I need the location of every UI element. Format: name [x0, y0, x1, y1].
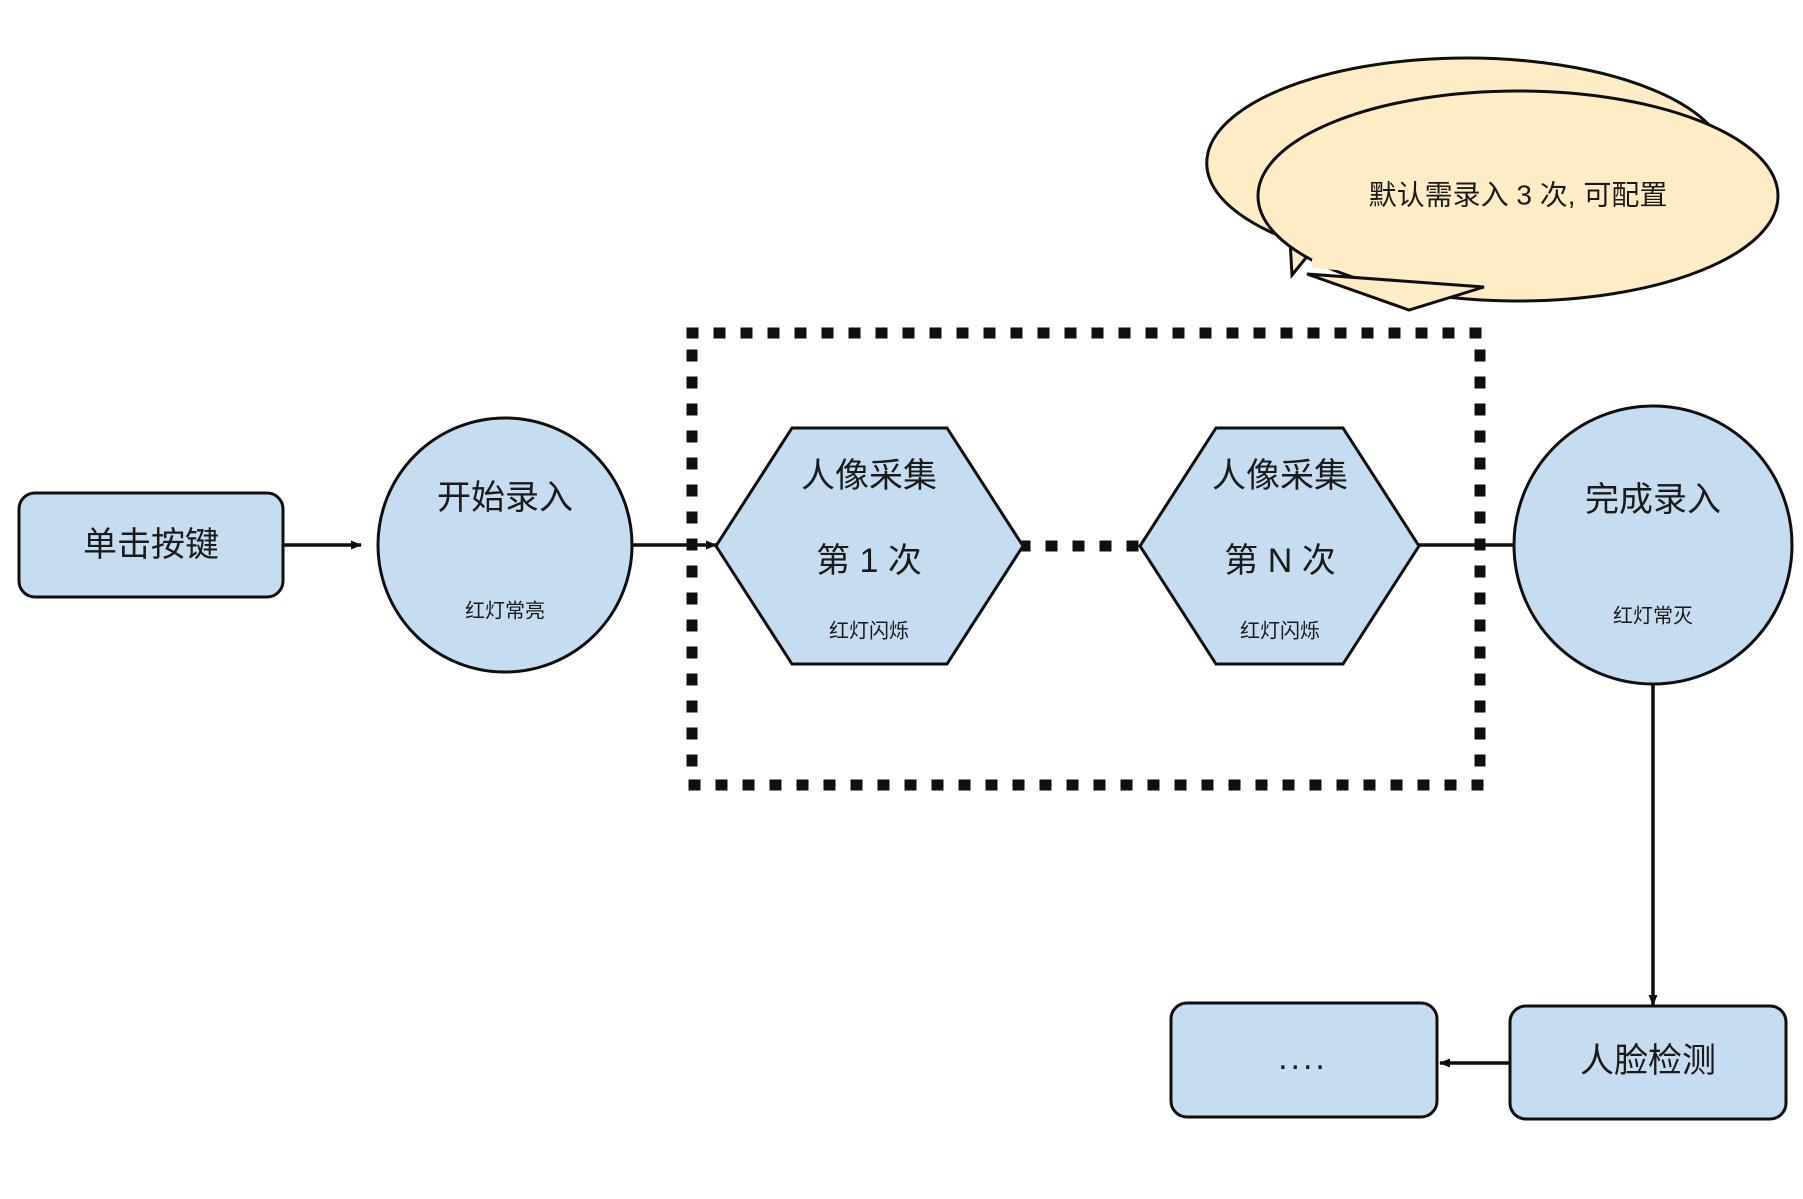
capture-first-shape[interactable] — [714, 426, 1025, 666]
capture-first-line2: 第 1 次 — [816, 542, 922, 580]
start-enroll-shape[interactable] — [376, 416, 634, 674]
callout-bubble: 默认需录入 3 次, 可配置 — [1205, 56, 1780, 312]
click-button-label: 单击按键 — [83, 526, 219, 564]
face-detect-shape[interactable] — [1508, 1004, 1788, 1121]
more-steps-label: .... — [1278, 1039, 1328, 1077]
face-detect-label: 人脸检测 — [1580, 1042, 1716, 1080]
more-steps-shape[interactable] — [1169, 1001, 1439, 1119]
finish-enroll-label: 完成录入 — [1585, 481, 1721, 519]
node-start-enroll[interactable]: 开始录入 红灯常亮 — [376, 416, 634, 674]
start-enroll-sublabel: 红灯常亮 — [465, 599, 545, 622]
callout-bubble-ellipse — [1256, 89, 1780, 303]
node-face-detect[interactable]: 人脸检测 — [1508, 1004, 1788, 1121]
capture-nth-shape[interactable] — [1138, 426, 1421, 666]
node-finish-enroll[interactable]: 完成录入 红灯常灭 — [1512, 404, 1794, 686]
capture-nth-sublabel: 红灯闪烁 — [1240, 619, 1320, 642]
node-capture-first[interactable]: 人像采集 第 1 次 红灯闪烁 — [714, 426, 1025, 666]
click-button-shape[interactable] — [17, 491, 285, 599]
capture-first-line1: 人像采集 — [801, 457, 937, 495]
capture-first-sublabel: 红灯闪烁 — [829, 619, 909, 642]
callout-text: 默认需录入 3 次, 可配置 — [1369, 179, 1668, 210]
capture-nth-line1: 人像采集 — [1212, 457, 1348, 495]
start-enroll-label: 开始录入 — [437, 479, 573, 517]
node-more-steps[interactable]: .... — [1169, 1001, 1439, 1119]
node-click-button[interactable]: 单击按键 — [17, 491, 285, 599]
capture-nth-line2: 第 N 次 — [1224, 542, 1335, 580]
callout-tail-seam — [1312, 259, 1480, 282]
finish-enroll-shape[interactable] — [1512, 404, 1794, 686]
finish-enroll-sublabel: 红灯常灭 — [1613, 604, 1693, 627]
callout-bubble-tail — [1306, 272, 1485, 312]
node-capture-nth[interactable]: 人像采集 第 N 次 红灯闪烁 — [1138, 426, 1421, 666]
